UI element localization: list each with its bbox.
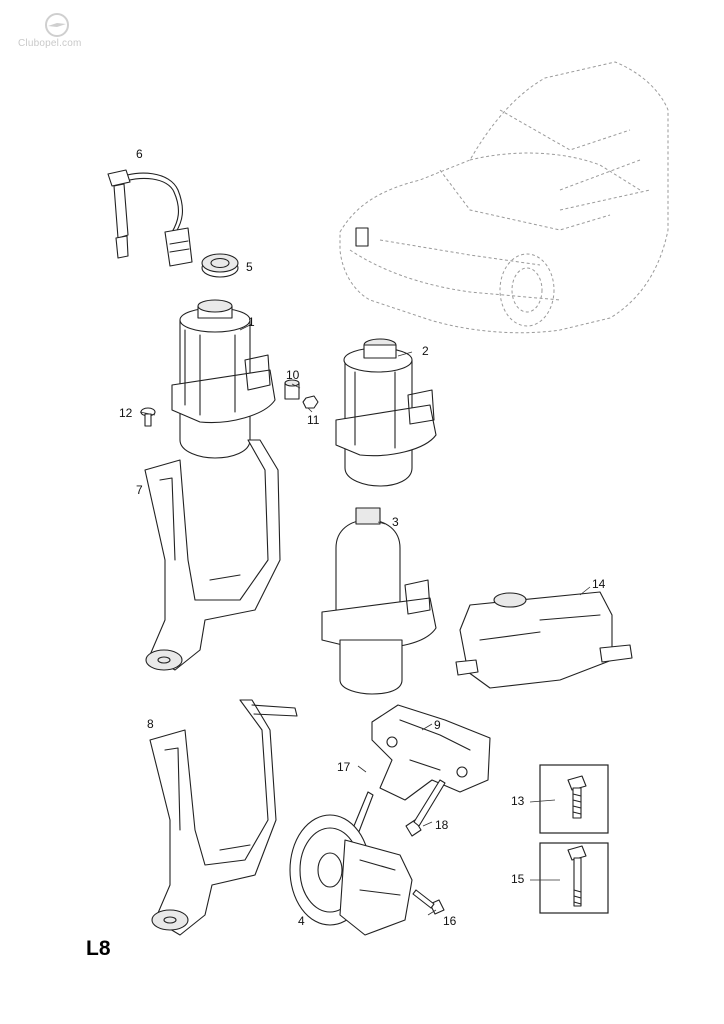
part-2-pump [335, 338, 437, 487]
part-18-bolt [405, 779, 446, 837]
part-8-bracket [149, 699, 298, 936]
part-10-bushing [284, 379, 300, 400]
callout-9: 9 [434, 718, 441, 732]
diagram-code: L8 [86, 937, 111, 960]
opel-logo-icon [45, 13, 69, 37]
callout-14: 14 [592, 577, 606, 591]
callout-11: 11 [307, 413, 320, 427]
callout-4: 4 [298, 914, 305, 928]
callout-8: 8 [147, 717, 154, 731]
part-9-pump-bracket [371, 704, 491, 801]
callout-16: 16 [443, 914, 457, 928]
callout-13: 13 [511, 794, 525, 808]
callout-15: 15 [511, 872, 525, 886]
vehicle-outline [339, 61, 669, 334]
part-11-nut [302, 395, 319, 409]
part-5-reservoir-cap [201, 253, 239, 278]
part-15-box [539, 842, 609, 914]
callout-3: 3 [392, 515, 399, 529]
callout-18: 18 [435, 818, 449, 832]
part-13-box [539, 764, 609, 834]
leader-lines [139, 323, 591, 916]
part-7-bracket [144, 439, 281, 671]
part-1-pump [171, 299, 276, 459]
part-16-bolt [412, 889, 445, 915]
callout-6: 6 [136, 147, 143, 161]
pump-location-marker [355, 227, 369, 247]
callout-1: 1 [248, 315, 255, 329]
callout-12: 12 [119, 406, 133, 420]
part-12-screw [140, 407, 156, 427]
part-4-pulley-pump [289, 814, 413, 936]
part-6-wiring-sensor [107, 169, 193, 267]
part-3-pump-reservoir [321, 507, 437, 695]
callout-2: 2 [422, 344, 429, 358]
part-14-fluid-reservoir [455, 591, 633, 689]
callout-5: 5 [246, 260, 253, 274]
callout-17: 17 [337, 760, 351, 774]
callout-7: 7 [136, 483, 143, 497]
watermark-text: Clubopel.com [18, 38, 82, 49]
callout-10: 10 [286, 368, 300, 382]
